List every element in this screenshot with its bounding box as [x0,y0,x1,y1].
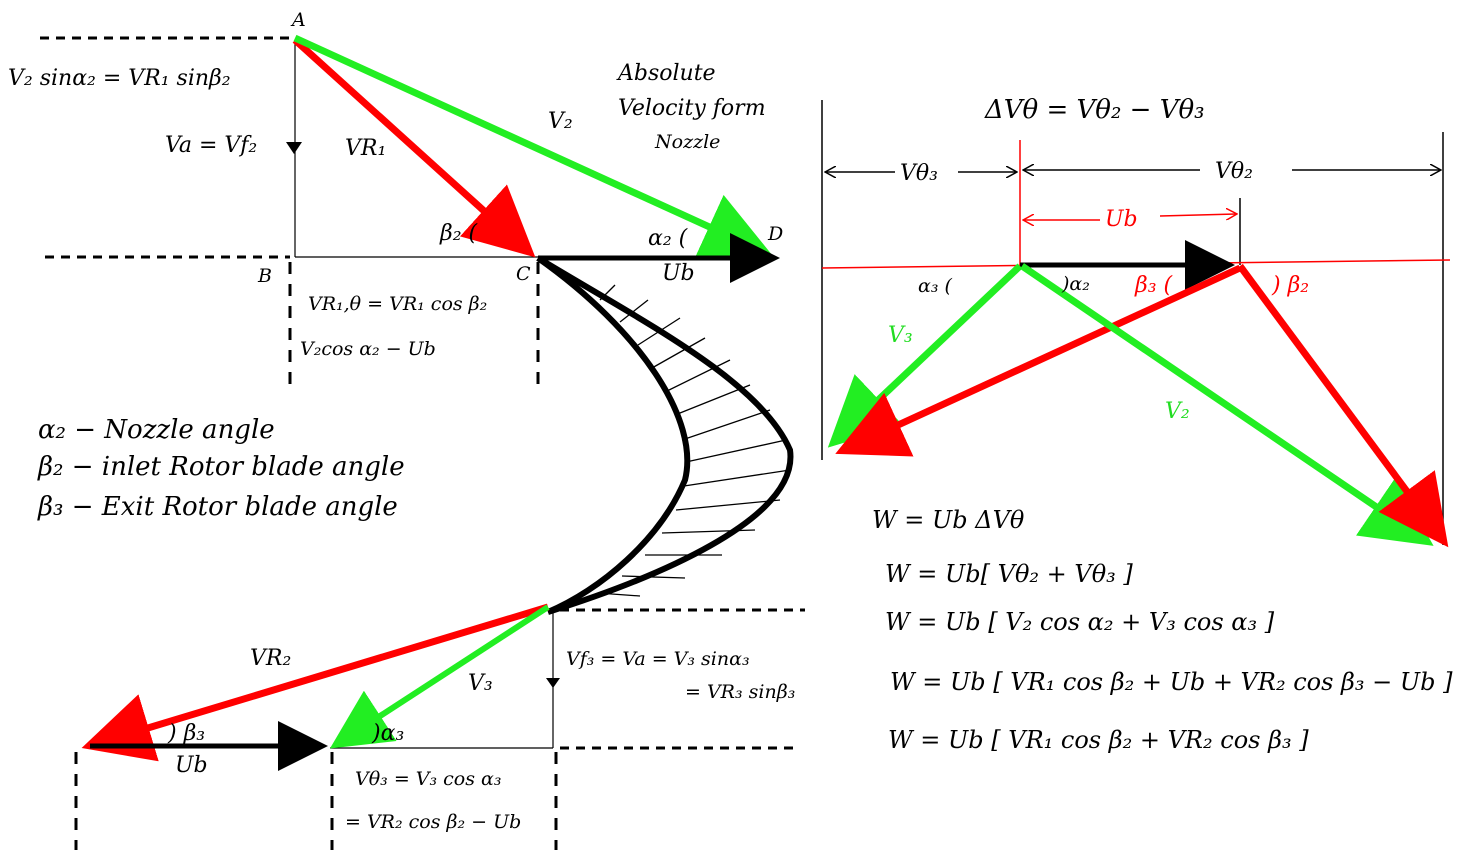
comp-line2: V₂cos α₂ − Ub [300,338,436,360]
label-vr1: VR₁ [345,136,386,161]
vr1-vector-combined [1237,263,1449,548]
outlet-comp-line1: Vθ₃ = V₃ cos α₃ [355,768,501,790]
va-arrowhead [286,142,302,154]
label-vtheta2: Vθ₂ [1215,159,1253,184]
label-alpha3-outlet: )α₃ [371,721,404,746]
note-line1: Absolute [616,61,716,86]
vf3-line2: = VR₃ sinβ₃ [685,681,795,703]
label-ub-outlet: Ub [175,753,208,778]
note-line2: Velocity form [618,96,766,121]
v2-vector-combined [1020,263,1434,546]
label-point-b: B [257,265,272,287]
label-v2-combined: V₂ [1165,399,1190,424]
legend-item-beta3: β₃ − Exit Rotor blade angle [37,492,398,522]
label-point-c: C [516,263,531,285]
label-point-d: D [767,223,783,245]
label-point-a: A [290,9,306,31]
equation-5: W = Ub [ VR₁ cos β₂ + VR₂ cos β₃ ] [888,726,1309,754]
ub-dim-right [1159,214,1236,216]
angle-legend: α₂ − Nozzle angle β₂ − inlet Rotor blade… [37,415,405,522]
inlet-triangle: A B C D V₂ sinα₂ = VR₁ sinβ₂ Va = Vf₂ VR… [8,9,783,392]
label-v3-outlet: V₃ [468,671,493,696]
legend-item-beta2: β₂ − inlet Rotor blade angle [37,452,405,482]
label-vtheta3: Vθ₃ [900,161,938,186]
label-ub-inlet: Ub [662,261,695,286]
work-equations: W = Ub ΔVθ W = Ub[ Vθ₂ + Vθ₃ ] W = Ub [ … [872,506,1453,754]
label-alpha2-inlet: α₂ ( [648,226,688,251]
nozzle-note: Absolute Velocity form Nozzle [616,61,766,153]
label-v2-inlet: V₂ [548,109,573,134]
label-beta3-outlet: ) β₃ [167,721,205,746]
outlet-comp-line2: = VR₂ cos β₂ − Ub [345,811,521,833]
vf3-line1: Vf₃ = Va = V₃ sinα₃ [566,648,750,670]
label-vr2: VR₂ [250,646,291,671]
eq-top-inlet: V₂ sinα₂ = VR₁ sinβ₂ [8,66,231,91]
blade-outer-edge [536,255,794,615]
label-beta3-combined: β₃ ( [1134,273,1173,298]
comp-line1: VR₁,θ = VR₁ cos β₂ [308,293,487,315]
blade-hatching [597,284,791,597]
v3-vector-outlet [329,604,550,749]
vf3-arrowhead [546,678,560,688]
equation-2: W = Ub[ Vθ₂ + Vθ₃ ] [885,560,1133,588]
vr3-vector-combined [835,264,1242,457]
label-beta2-combined: ) β₂ [1271,273,1309,298]
label-beta2-inlet: β₂ ( [439,221,478,246]
vr1-vector [292,37,536,258]
equation-3: W = Ub [ V₂ cos α₂ + V₃ cos α₃ ] [885,608,1275,636]
blade-inner-edge [536,255,691,615]
combined-velocity-diagram: ΔVθ = Vθ₂ − Vθ₃ Vθ₃ Vθ₂ Ub α₃ ( )α₂ β₃ (… [821,95,1451,548]
label-va: Va = Vf₂ [165,133,257,158]
v2-vector-inlet [293,34,773,259]
label-v3-combined: V₃ [888,323,913,348]
label-ub-combined: Ub [1105,207,1138,232]
legend-item-alpha2: α₂ − Nozzle angle [38,415,275,445]
rotor-blade [536,255,794,615]
equation-4: W = Ub [ VR₁ cos β₂ + Ub + VR₂ cos β₃ − … [890,668,1453,696]
note-line3: Nozzle [654,131,720,153]
outlet-triangle: VR₂ V₃ ) β₃ )α₃ Ub Vf₃ = Va = V₃ sinα₃ =… [74,603,805,850]
combined-title: ΔVθ = Vθ₂ − Vθ₃ [984,95,1205,125]
label-alpha2-combined: )α₂ [1061,273,1090,295]
equation-1: W = Ub ΔVθ [872,506,1025,534]
vr2-vector [81,603,550,762]
label-alpha3-combined: α₃ ( [918,275,952,297]
